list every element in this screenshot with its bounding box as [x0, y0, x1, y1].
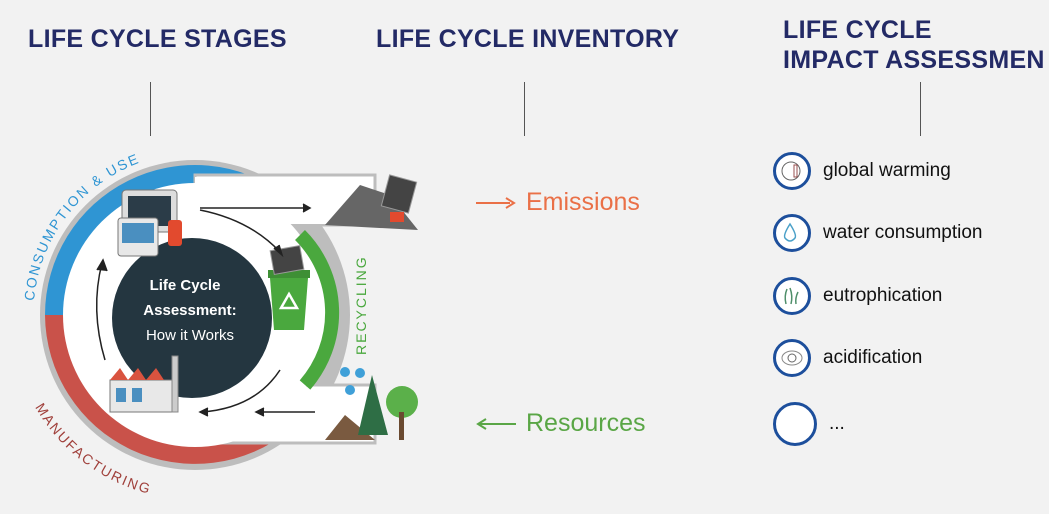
impact-item-eutrophication: eutrophication: [773, 277, 942, 315]
emissions-label: Emissions: [526, 188, 640, 216]
center-title-line3: How it Works: [146, 327, 234, 344]
globe-thermometer-icon: [773, 152, 811, 190]
divider-impact: [920, 82, 921, 136]
heading-impact-assessment: LIFE CYCLE IMPACT ASSESSMEN: [783, 15, 1045, 75]
arrow-right-icon: [476, 196, 516, 209]
devices-icon: [117, 189, 182, 257]
impact-item-global-warming: global warming: [773, 152, 951, 190]
flow-arrows: [95, 203, 315, 417]
nature-icon: [325, 367, 418, 440]
heading-life-cycle-stages: LIFE CYCLE STAGES: [28, 25, 287, 53]
impact-label: ...: [829, 413, 845, 434]
impact-label: global warming: [823, 160, 951, 181]
divider-stages: [150, 82, 151, 136]
water-drop-icon: [773, 214, 811, 252]
center-title-line1: Life Cycle: [150, 277, 221, 294]
impact-item-acidification: acidification: [773, 339, 922, 377]
recycle-symbol-icon: [278, 291, 300, 310]
resources-label: Resources: [526, 409, 646, 437]
impact-label: water consumption: [823, 222, 983, 243]
emissions-item: Emissions: [476, 188, 640, 217]
impact-item-water-consumption: water consumption: [773, 214, 982, 252]
divider-inventory: [524, 82, 525, 136]
center-title-line2: Assessment:: [143, 302, 236, 319]
impact-label: acidification: [823, 347, 923, 368]
impact-label: eutrophication: [823, 285, 943, 306]
algae-icon: [773, 277, 811, 315]
center-circle: [112, 238, 272, 398]
recycling-arc: [294, 230, 340, 390]
resources-item: Resources: [476, 409, 646, 438]
heading-impact-line2: IMPACT ASSESSMEN: [783, 46, 1045, 74]
impact-item-more: ...: [773, 402, 845, 446]
life-cycle-diagram: Life Cycle Assessment: How it Works: [21, 150, 418, 497]
stage-label-recycling: RECYCLING: [353, 255, 369, 355]
heading-impact-line1: LIFE CYCLE: [783, 16, 932, 44]
arrow-left-icon: [476, 417, 516, 430]
empty-circle-icon: [773, 402, 817, 446]
skull-cloud-icon: [773, 339, 811, 377]
heading-life-cycle-inventory: LIFE CYCLE INVENTORY: [376, 25, 680, 53]
landfill-icon: [325, 174, 418, 230]
factory-icon: [109, 355, 179, 413]
